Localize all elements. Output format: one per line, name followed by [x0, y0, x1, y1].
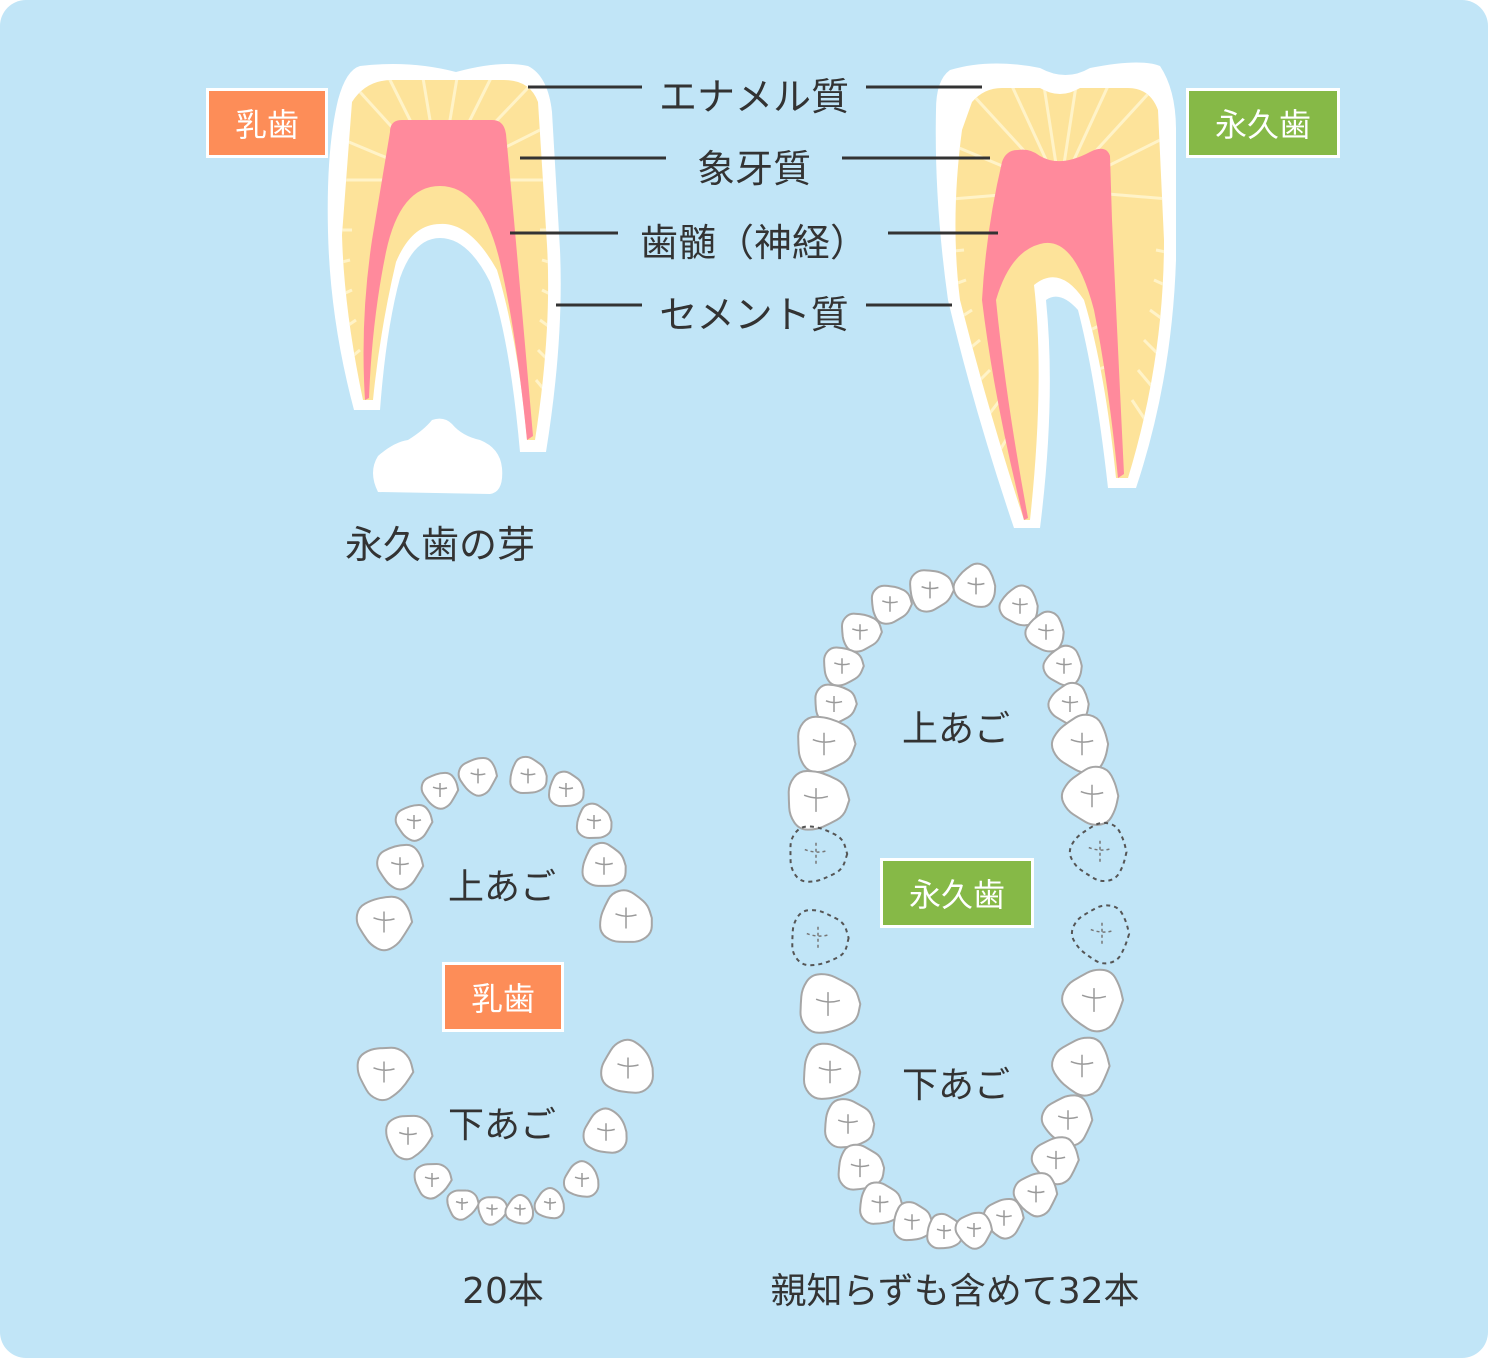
primary-upper-tooth [355, 895, 414, 952]
primary-lower-tooth [582, 1107, 628, 1154]
permanent-pulp-layer [982, 148, 1124, 521]
primary-lower-tooth [562, 1160, 600, 1198]
permanent-lower-tooth [892, 1201, 934, 1242]
primary-upper-tooth [376, 843, 425, 891]
primary-lower-tooth [413, 1162, 453, 1200]
primary-tooth-cross-section [327, 64, 561, 494]
permanent-lower-tooth [799, 973, 862, 1034]
permanent-upper-tooth [823, 646, 865, 687]
primary-upper-tooth [509, 755, 548, 795]
permanent-tooth-bud [373, 418, 503, 494]
permanent-upper-tooth [909, 569, 956, 613]
primary-upper-tooth [457, 756, 499, 797]
primary-lower-tooth [385, 1114, 434, 1161]
primary-lower-tooth [504, 1193, 535, 1225]
permanent-lower-wisdom-tooth [791, 909, 850, 967]
primary-lower-tooth [356, 1046, 415, 1102]
permanent-lower-tooth [1012, 1172, 1059, 1218]
permanent-upper-tooth [840, 612, 883, 653]
primary-dental-arch [355, 755, 654, 1226]
primary-upper-tooth [420, 771, 460, 810]
primary-lower-tooth [477, 1196, 509, 1226]
permanent-upper-tooth [1042, 644, 1083, 687]
primary-upper-tooth [581, 841, 627, 887]
permanent-upper-tooth [1050, 713, 1110, 774]
primary-lower-tooth [600, 1038, 654, 1094]
permanent-upper-wisdom-tooth [1068, 821, 1128, 883]
permanent-arch-badge: 永久歯 [880, 858, 1034, 928]
permanent-lower-jaw-label: 下あご [901, 1065, 1010, 1106]
primary-upper-tooth [547, 770, 585, 808]
permanent-lower-wisdom-tooth [1070, 904, 1131, 965]
primary-lower-jaw-label: 下あご [447, 1105, 556, 1146]
label-dentin: 象牙質 [696, 147, 811, 191]
permanent-lower-tooth [824, 1098, 876, 1149]
permanent-tooth-badge: 永久歯 [1186, 88, 1340, 158]
permanent-lower-tooth [1061, 968, 1125, 1033]
permanent-lower-tooth [1051, 1036, 1111, 1097]
primary-tooth-badge: 乳歯 [206, 88, 328, 158]
primary-teeth-count: 20本 [462, 1271, 544, 1312]
label-cementum: セメント質 [659, 293, 849, 337]
leader-lines [510, 85, 998, 307]
permanent-upper-jaw-label: 上あご [901, 709, 1010, 750]
permanent-dental-arch [787, 562, 1131, 1250]
permanent-upper-tooth [814, 683, 858, 726]
primary-upper-tooth [575, 802, 613, 840]
primary-lower-tooth [446, 1189, 480, 1221]
permanent-upper-tooth [998, 584, 1039, 627]
permanent-teeth-count: 親知らずも含めて32本 [770, 1271, 1140, 1312]
permanent-lower-tooth [1040, 1094, 1094, 1147]
permanent-upper-tooth [952, 562, 997, 608]
label-pulp: 歯髄（神経） [639, 221, 868, 265]
permanent-tooth-cross-section [935, 62, 1176, 528]
permanent-upper-tooth [787, 769, 851, 831]
permanent-lower-tooth [802, 1042, 862, 1100]
permanent-lower-tooth [926, 1212, 964, 1250]
primary-lower-tooth [533, 1187, 565, 1220]
permanent-lower-tooth [954, 1211, 994, 1250]
primary-arch-badge: 乳歯 [442, 962, 564, 1032]
primary-upper-tooth [394, 803, 434, 842]
primary-pulp-layer [363, 120, 533, 440]
permanent-upper-wisdom-tooth [789, 825, 849, 883]
label-enamel: エナメル質 [658, 75, 849, 119]
permanent-upper-tooth [870, 584, 913, 625]
permanent-upper-tooth [1060, 765, 1120, 826]
permanent-upper-tooth [797, 715, 857, 774]
primary-upper-tooth [599, 889, 653, 943]
primary-upper-jaw-label: 上あご [447, 867, 556, 908]
label-permanent-tooth-bud: 永久歯の芽 [344, 523, 535, 567]
